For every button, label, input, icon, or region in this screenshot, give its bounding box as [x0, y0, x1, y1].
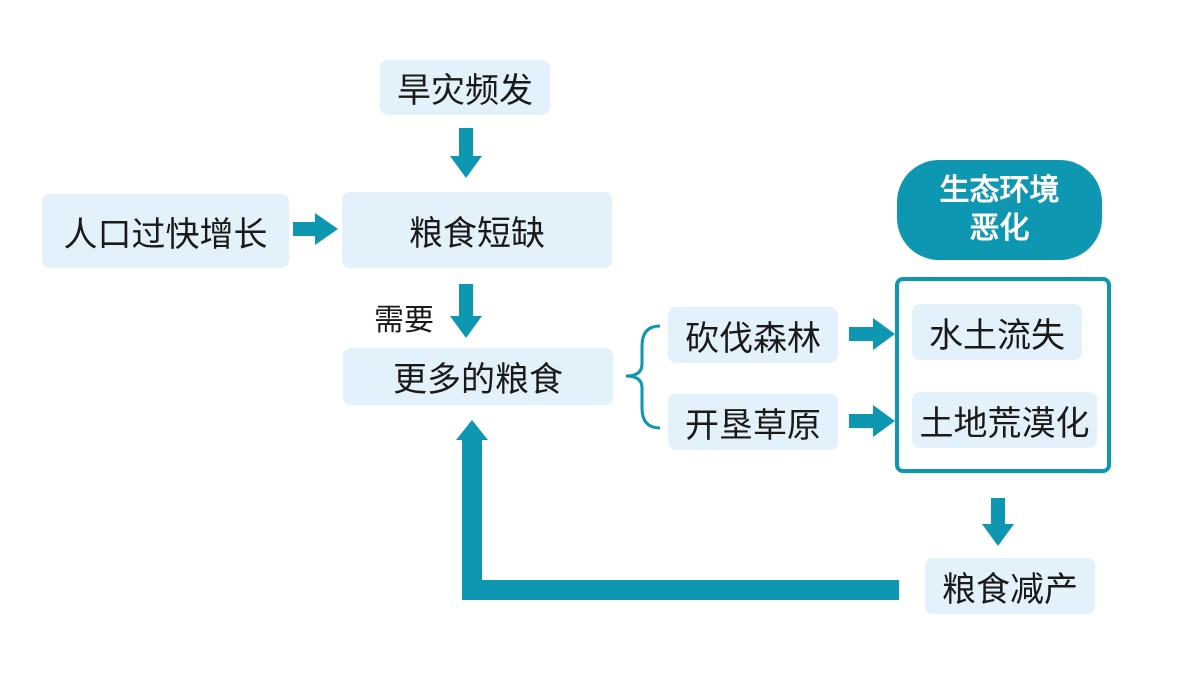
feedback-loop-arrow: [456, 420, 899, 600]
node-soil-erosion: 水土流失: [912, 304, 1082, 360]
arrow-population-to-shortage: [293, 213, 338, 245]
arrow-reclaim-to-desertification: [849, 405, 895, 437]
node-reclaim-grassland: 开垦草原: [668, 394, 838, 450]
node-food-shortage: 粮食短缺: [342, 192, 612, 268]
node-deforestation: 砍伐森林: [668, 307, 838, 363]
node-more-food: 更多的粮食: [343, 348, 613, 405]
pill-line-1: 生态环境: [939, 173, 1060, 208]
edge-label-need: 需要: [374, 303, 434, 338]
pill-line-2: 恶化: [969, 211, 1030, 246]
arrow-deforestation-to-erosion: [849, 318, 895, 350]
node-population: 人口过快增长: [42, 194, 289, 268]
split-brace: [625, 324, 661, 430]
arrow-degradation-to-decrease: [982, 498, 1014, 546]
header-pill-eco-degradation: 生态环境 恶化: [897, 160, 1102, 260]
node-food-decrease: 粮食减产: [925, 558, 1095, 614]
arrow-drought-to-shortage: [450, 128, 482, 178]
eco-degradation-group: [895, 277, 1111, 473]
node-drought: 旱灾频发: [380, 60, 550, 115]
arrow-shortage-to-more-food: [450, 284, 482, 338]
node-desertification: 土地荒漠化: [912, 392, 1097, 448]
